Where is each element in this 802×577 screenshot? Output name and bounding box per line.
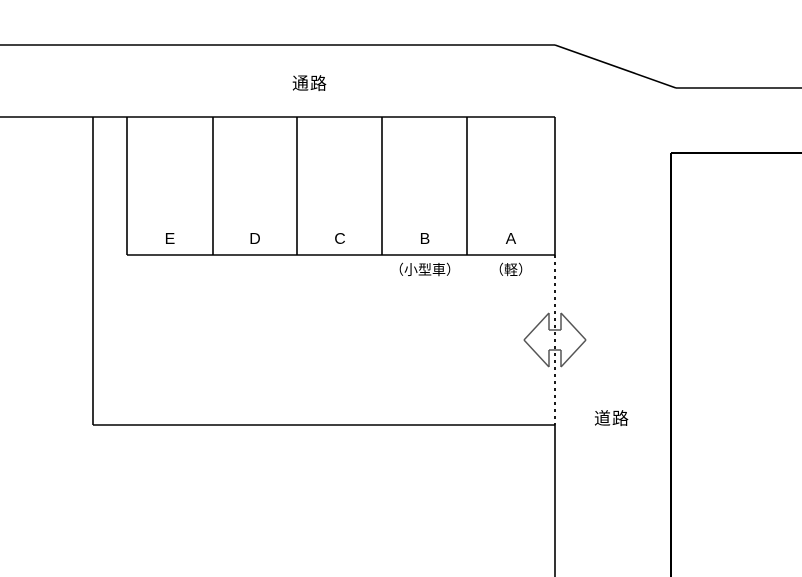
top-diagonal-boundary-line [554, 44, 677, 89]
aisle-label: 通路 [292, 74, 328, 95]
stall-sublabel-b: （小型車） [390, 263, 460, 279]
stall-label-b: B [419, 231, 431, 248]
stall-label-a: A [505, 231, 517, 248]
stall-label-d: D [249, 231, 261, 248]
entrance-width-arrow [523, 312, 587, 368]
road-label: 道路 [594, 409, 630, 430]
stall-label-c: C [334, 231, 346, 248]
stall-label-e: E [164, 231, 176, 248]
stall-sublabel-a: （軽） [490, 263, 532, 279]
